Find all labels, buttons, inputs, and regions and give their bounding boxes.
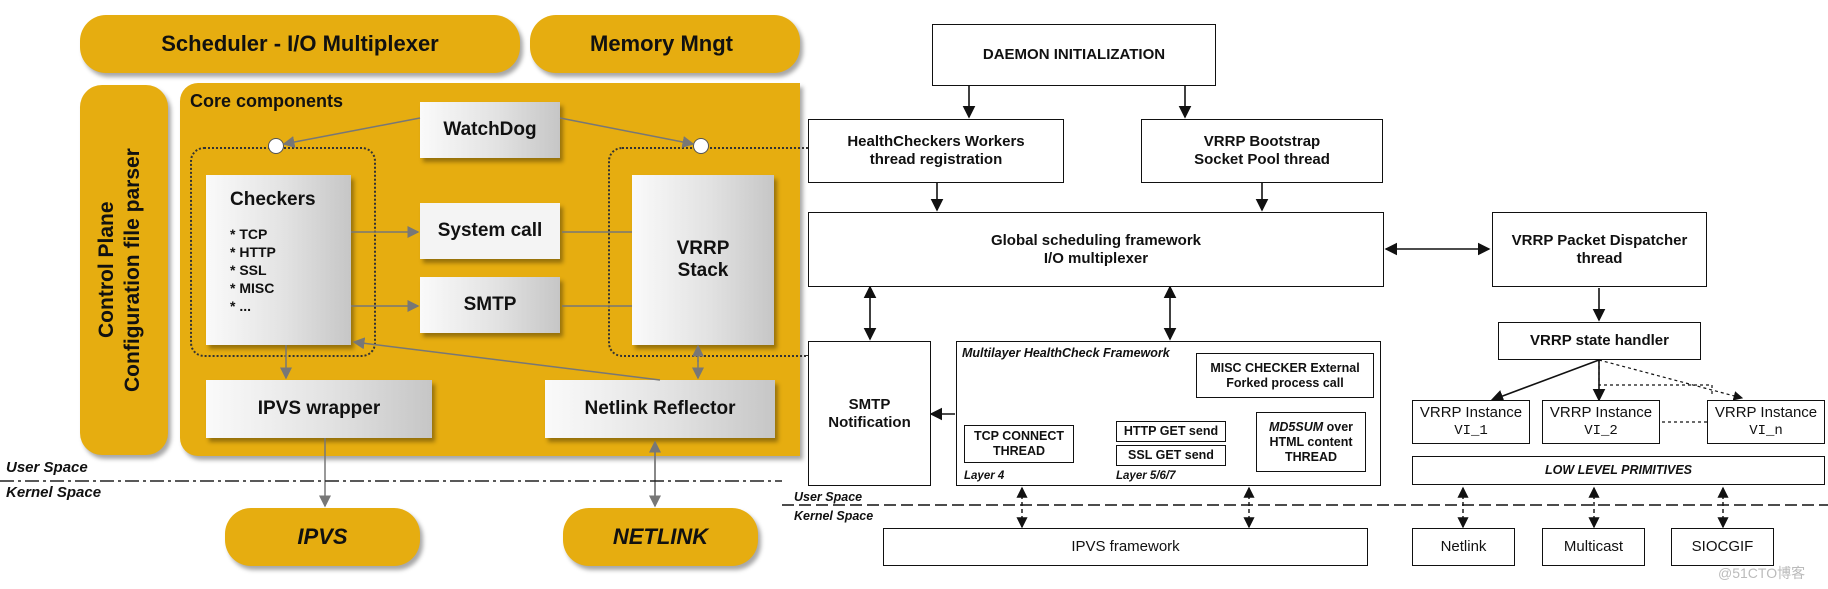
watchdog-box: WatchDog [420, 102, 560, 158]
low-level-primitives-box: LOW LEVEL PRIMITIVES [1412, 456, 1825, 485]
healthcheckers-workers-box: HealthCheckers Workers thread registrati… [808, 119, 1064, 183]
user-space-label: User Space [6, 459, 88, 476]
netlink-reflector-box: Netlink Reflector [545, 380, 775, 438]
checkers-title: Checkers [230, 189, 316, 210]
kernel-space-label: Kernel Space [6, 484, 102, 501]
md5sum-box: MD5SUM over HTML content THREAD [1256, 412, 1366, 472]
vrrp-bootstrap-box: VRRP Bootstrap Socket Pool thread [1141, 119, 1383, 183]
netlink-kernel-box: Netlink [1412, 528, 1515, 566]
ipvs-wrapper-box: IPVS wrapper [206, 380, 432, 438]
vrrp-packet-dispatcher-box: VRRP Packet Dispatcher thread [1492, 212, 1707, 287]
smtp-box: SMTP [420, 277, 560, 333]
vrrp-instance-1: VRRP Instance VI_1 [1412, 400, 1530, 444]
multilayer-healthcheck-title: Multilayer HealthCheck Framework [962, 346, 1170, 360]
system-call-box: System call [420, 203, 560, 259]
scheduler-box: Scheduler - I/O Multiplexer [80, 15, 520, 73]
smtp-notification-box: SMTP Notification [808, 341, 931, 486]
ipvs-framework-box: IPVS framework [883, 528, 1368, 566]
left-panel: Scheduler - I/O Multiplexer Memory Mngt … [0, 0, 808, 589]
checkers-item: * HTTP [230, 244, 276, 260]
vrrp-instance-2: VRRP Instance VI_2 [1542, 400, 1660, 444]
tcp-connect-box: TCP CONNECT THREAD [964, 425, 1074, 463]
siocgif-kernel-box: SIOCGIF [1671, 528, 1774, 566]
vrrp-instance-n: VRRP Instance VI_n [1707, 400, 1825, 444]
checkers-item: * TCP [230, 226, 268, 242]
global-scheduling-box: Global scheduling framework I/O multiple… [808, 212, 1384, 287]
vrrp-state-handler-box: VRRP state handler [1498, 322, 1701, 360]
kernel-space-label: Kernel Space [794, 509, 874, 523]
netlink-box: NETLINK [563, 508, 758, 566]
ipvs-box: IPVS [225, 508, 420, 566]
right-connectors [782, 86, 1828, 529]
watermark: @51CTO博客 [1718, 565, 1806, 581]
checkers-item: * ... [230, 298, 252, 314]
layer567-label: Layer 5/6/7 [1116, 470, 1176, 482]
checkers-item: * MISC [230, 280, 275, 296]
ssl-get-box: SSL GET send [1116, 445, 1226, 466]
checkers-box: Checkers * TCP * HTTP * SSL * MISC * ... [206, 175, 351, 345]
left-connectors [0, 117, 782, 508]
multicast-kernel-box: Multicast [1542, 528, 1645, 566]
user-space-label: User Space [794, 490, 863, 504]
layer4-label: Layer 4 [964, 470, 1005, 482]
control-plane-box: Control Plane Configuration file parser [80, 85, 168, 455]
memory-box: Memory Mngt [530, 15, 800, 73]
vrrp-stack-box: VRRP Stack [632, 175, 774, 345]
misc-checker-box: MISC CHECKER External Forked process cal… [1196, 353, 1374, 398]
right-panel: DAEMON INITIALIZATION HealthCheckers Wor… [782, 0, 1828, 589]
core-components-label: Core components [190, 91, 344, 111]
checkers-item: * SSL [230, 262, 267, 278]
daemon-initialization-box: DAEMON INITIALIZATION [932, 24, 1216, 86]
http-get-box: HTTP GET send [1116, 421, 1226, 442]
